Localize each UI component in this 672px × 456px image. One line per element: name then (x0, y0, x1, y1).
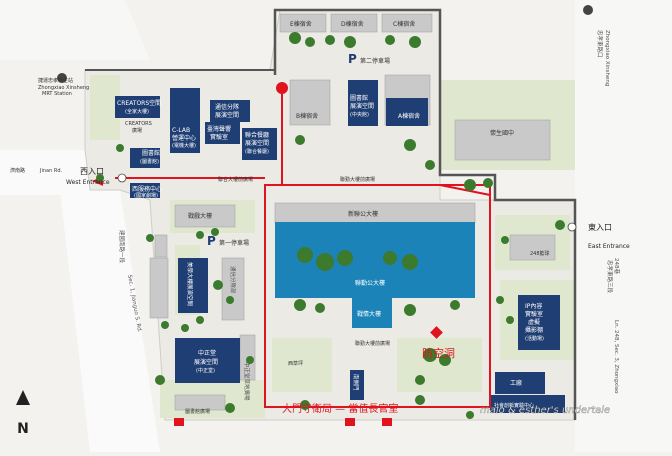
union-exhibit-sub-label: (聯合餐廳) (245, 148, 269, 155)
south-gate-label: 南側門 (352, 374, 360, 391)
west-hall-label: 西草坪 (288, 360, 303, 367)
jianguo-road-label: 建國南路一段 (118, 230, 126, 264)
tongxin-exhibit-label-2: 展演空間 (215, 111, 239, 119)
metro-name-en: Zhongxiao Xinsheng (38, 85, 89, 91)
jianguo-road (60, 190, 160, 452)
ip-lab-label-3: 虛擬 (528, 318, 540, 326)
compass-label: N (17, 421, 29, 437)
east-entrance-label-en: East Entrance (588, 243, 630, 250)
east-entrance-icon (567, 222, 577, 232)
credit-label: maio & esther's undertale (480, 405, 610, 416)
metro-name-en-2: MRT Station (42, 91, 72, 97)
parking-first-label: 第一停車場 (219, 239, 249, 247)
west-gate-center-label: 西服務中心 (132, 185, 162, 193)
library-exhibit-label: 圖書館 (350, 94, 368, 102)
dorm-d-label: D棟宿舍 (341, 20, 364, 28)
zhongzheng-label-2: 展演空間 (194, 358, 218, 366)
west-entrance-icon (117, 173, 127, 183)
ip-lab-sub-label: (活動場) (525, 335, 544, 342)
green-plaza-label: 中正堂草地廣場 (243, 362, 251, 401)
social-center-label: 社會創新實驗中心 (494, 402, 534, 409)
ip-lab-label-4: 攝影棚 (525, 326, 543, 334)
zhongxiao-road-label: 忠孝東路三段 (606, 260, 614, 294)
parking-p-icon-1: P (207, 234, 216, 248)
union-exhibit-label: 聯合餐廳 (245, 131, 269, 139)
north-plaza-label: 聯勤大樓前廣場 (340, 176, 375, 183)
union-exhibit-label-2: 展演空間 (245, 139, 269, 147)
library-cafe-sub-label: (圖書館) (140, 158, 159, 165)
creators-plaza-label: CREATORS (125, 121, 152, 127)
library-cafe-label: 圖書館 (142, 149, 160, 157)
dorm-a-label: A棟宿舍 (398, 112, 420, 120)
tongxin-exhibit-label: 通信分隊 (215, 103, 239, 111)
jinan-road-label-en: Jinan Rd. (39, 168, 63, 174)
zhongzheng-label: 中正堂 (198, 349, 216, 357)
zhongxiao-road-label-en: Ln. 248, Sec. 3, Zhongxiao (613, 320, 619, 394)
zhongzheng-sub-label: (中正堂) (196, 367, 215, 374)
top-right-stop-name: 忠孝東路口 (596, 30, 604, 58)
west-entrance-label: 西入口 (80, 167, 104, 176)
clab-label: C-LAB (172, 127, 190, 134)
red-route-marker (276, 82, 288, 94)
battle-main-label: 戰情大樓 (357, 310, 381, 318)
top-right-stop-name-en: Zhongxiao Xinsheng (604, 30, 610, 86)
meiyu-building-label: 美學大樓展演空間 (186, 262, 194, 307)
trees (96, 32, 565, 419)
xinlian-building-label: 新聯公大樓 (348, 210, 378, 218)
bottom-route-label: 大門守衛局 — 當值長官室 (282, 402, 398, 415)
exhibition-buildings (115, 80, 565, 413)
tongxin-team-label: 通信分隊部 (229, 266, 237, 294)
ip-lab-label-2: 實驗室 (525, 310, 543, 318)
creators-plaza-label-2: 廣場 (132, 127, 142, 134)
creators-sub-label: (全家大樓) (125, 108, 149, 115)
compass-arrow-icon (16, 390, 30, 405)
east-entrance-label: 東入口 (588, 222, 612, 232)
lianqin-building-label: 聯勤公大樓 (355, 279, 385, 287)
clab-sub-label: (電機大樓) (172, 142, 196, 149)
court-248-label: 248籃球 (530, 250, 550, 257)
bomb-shelter-marker (430, 326, 443, 339)
construction-label: 工廠 (510, 379, 522, 387)
metro-name: 捷運忠孝新生站 (38, 77, 73, 84)
taiwan-sound-label-2: 實驗室 (210, 133, 228, 141)
bomb-shelter-label: 防空洞 (422, 346, 455, 360)
battle-building-label: 戰戲大樓 (188, 212, 212, 220)
jinan-road-label: 濟南路 (10, 167, 25, 174)
jinan-road (0, 150, 90, 195)
west-entrance-label-en: West Entrance (66, 179, 110, 186)
zhongxiao-248-label: 248巷 (613, 258, 621, 274)
metro-icon (57, 73, 67, 83)
warrior-plaza-label: 聯合大樓前廣場 (218, 176, 253, 183)
taiwan-sound-label: 臺灣聲響 (207, 125, 231, 133)
dorm-b-label: B棟宿舍 (296, 112, 318, 120)
library-corner-label: 圖書館廣場 (185, 408, 210, 415)
clab-label-2: 營運中心 (172, 134, 196, 142)
shengli-high-label: 懷生國中 (490, 129, 514, 137)
dorm-c-label: C棟宿舍 (393, 20, 415, 28)
red-route (115, 88, 491, 408)
creators-label: CREATORS空間 (117, 99, 161, 107)
library-exhibit-label-2: 展演空間 (350, 102, 374, 110)
gray-buildings (149, 13, 556, 411)
library-exhibit-sub-label: (中央館) (350, 111, 369, 118)
parking-second-label: 第二停車場 (360, 57, 390, 65)
parking-p-icon-2: P (348, 52, 357, 66)
ip-lab-label: IP內容 (525, 302, 542, 310)
bus-stop-icon (583, 5, 593, 15)
south-markers (174, 418, 392, 426)
west-gate-center-sub-label: (國家劇場) (134, 192, 158, 199)
dorm-e-label: E棟宿舍 (290, 20, 312, 28)
plaza-north-label: 聯勤大樓前廣場 (355, 340, 390, 347)
